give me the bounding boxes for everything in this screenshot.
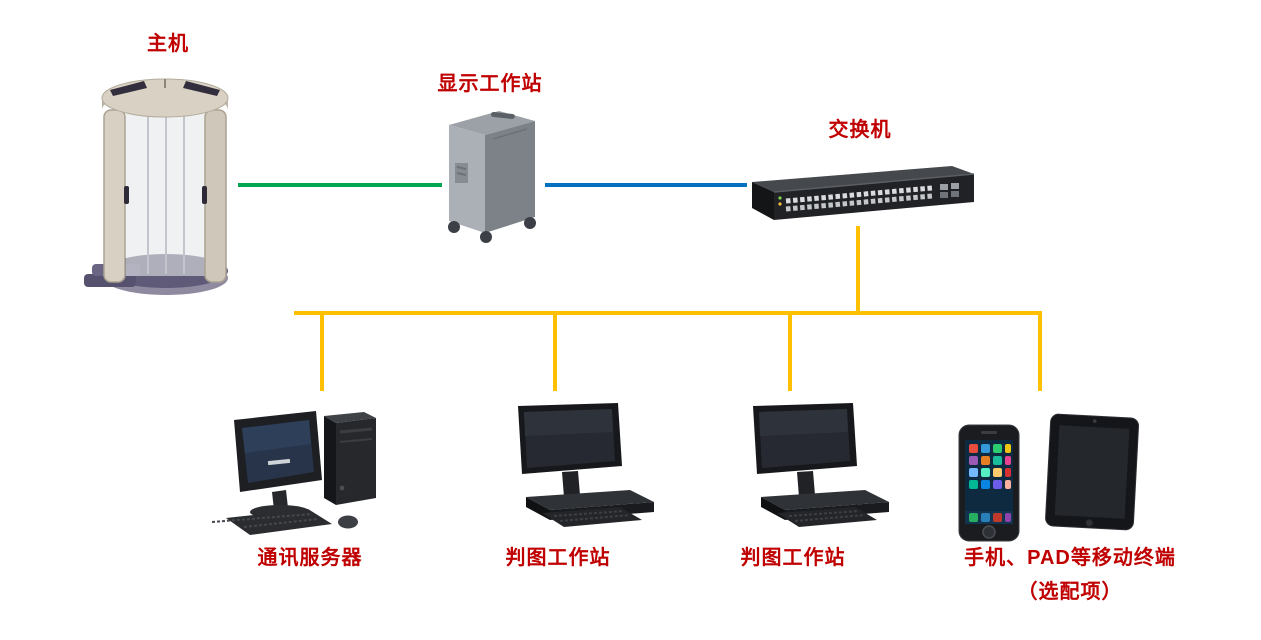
monitor-workstation-icon [753, 403, 889, 527]
switch-label: 交换机 [828, 119, 892, 141]
mobile-cabinet-icon [448, 111, 536, 243]
display-workstation-node [437, 105, 545, 245]
comm-server-label: 通讯服务器 [257, 547, 363, 569]
link-scanner-display [238, 183, 442, 187]
judge-workstation-2-node [733, 402, 898, 540]
judge-workstation-1-node [498, 402, 663, 540]
link-display-switch [545, 183, 747, 187]
mobile-phone-node [957, 423, 1021, 543]
scanner-label: 主机 [147, 33, 189, 55]
mobile-terminals-sublabel: （选配项） [1017, 581, 1123, 603]
switch-node [746, 160, 978, 226]
judge-workstation-2-label: 判图工作站 [740, 547, 846, 569]
monitor-workstation-icon [518, 403, 654, 527]
link-bus-horizontal [294, 311, 1042, 315]
desktop-computer-icon [212, 411, 376, 535]
link-bus-judge-1 [553, 313, 557, 391]
comm-server-node [212, 400, 397, 545]
link-switch-to-bus [856, 226, 860, 313]
network-switch-icon [752, 166, 975, 220]
link-bus-comm-server [320, 313, 324, 391]
tablet-node [1042, 412, 1142, 534]
link-bus-judge-2 [788, 313, 792, 391]
mobile-terminals-label: 手机、PAD等移动终端 [964, 547, 1176, 569]
display-workstation-label: 显示工作站 [437, 73, 543, 95]
link-bus-mobile [1038, 313, 1042, 391]
scanner-node [82, 68, 242, 308]
body-scanner-icon [84, 78, 229, 295]
tablet-icon [1045, 413, 1140, 531]
smartphone-icon [958, 424, 1020, 542]
judge-workstation-1-label: 判图工作站 [505, 547, 611, 569]
